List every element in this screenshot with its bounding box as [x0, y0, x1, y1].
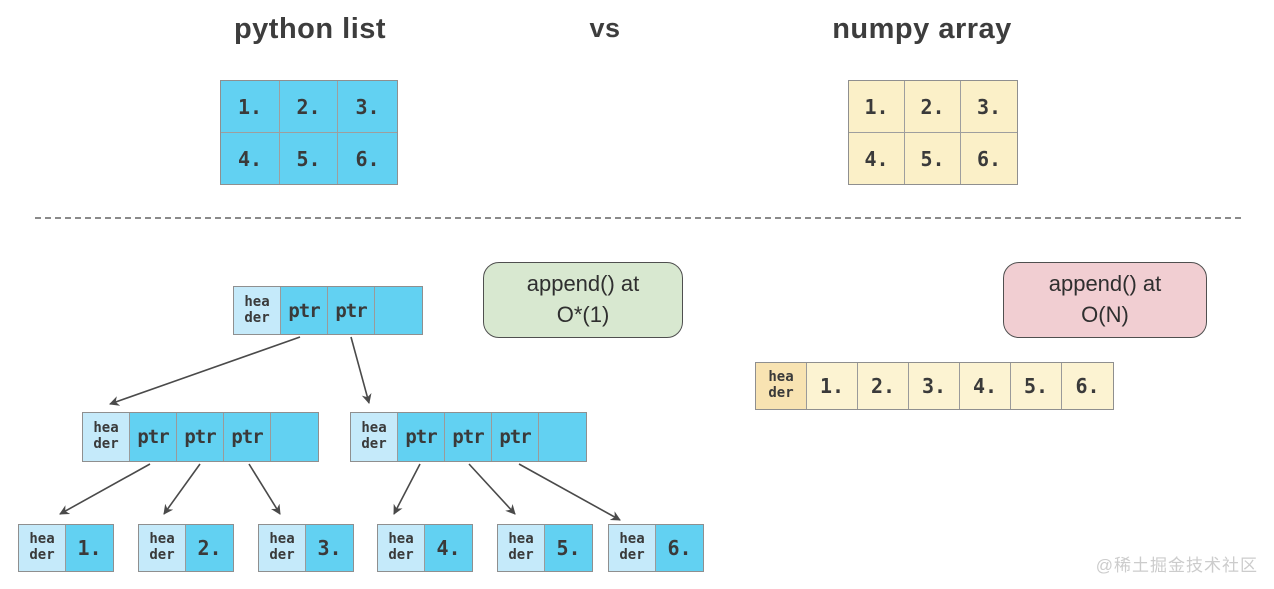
- value-cell: 5.: [545, 525, 592, 571]
- title-python-list: python list: [233, 13, 387, 45]
- value-cell: 6.: [656, 525, 703, 571]
- ptr-cell: ptr: [177, 413, 224, 461]
- numpy-grid-cell: 4.: [849, 133, 905, 184]
- python-grid-cell: 1.: [221, 81, 280, 133]
- arrow-to-leaf-6: [518, 463, 621, 521]
- list-mid-node-left: hea der ptr ptr ptr: [82, 412, 319, 462]
- numpy-grid-cell: 3.: [961, 81, 1017, 133]
- arrow-top-to-left-node: [109, 336, 301, 406]
- list-mid-node-right: hea der ptr ptr ptr: [350, 412, 587, 462]
- header-cell: hea der: [19, 525, 66, 571]
- value-cell: 3.: [306, 525, 353, 571]
- arrow-top-to-right-node: [350, 336, 372, 404]
- leaf-node-4: hea der 4.: [377, 524, 473, 572]
- python-grid-cell: 3.: [338, 81, 397, 133]
- python-list-grid: 1. 2. 3. 4. 5. 6.: [220, 80, 398, 185]
- arrow-to-leaf-3: [248, 463, 281, 515]
- numpy-grid-cell: 6.: [961, 133, 1017, 184]
- header-cell: hea der: [234, 287, 281, 334]
- numpy-array-grid: 1. 2. 3. 4. 5. 6.: [848, 80, 1018, 185]
- section-divider: [35, 217, 1241, 219]
- header-cell: hea der: [609, 525, 656, 571]
- empty-cell: [271, 413, 318, 461]
- header-cell: hea der: [83, 413, 130, 461]
- header-cell: hea der: [259, 525, 306, 571]
- value-cell: 4.: [425, 525, 472, 571]
- value-cell: 2.: [186, 525, 233, 571]
- header-cell: hea der: [139, 525, 186, 571]
- python-grid-cell: 4.: [221, 133, 280, 184]
- value-cell: 1.: [807, 363, 858, 409]
- ptr-cell: ptr: [492, 413, 539, 461]
- value-cell: 4.: [960, 363, 1011, 409]
- ptr-cell: ptr: [445, 413, 492, 461]
- ptr-cell: ptr: [281, 287, 328, 334]
- python-grid-cell: 5.: [280, 133, 338, 184]
- header-cell: hea der: [756, 363, 807, 409]
- header-cell: hea der: [351, 413, 398, 461]
- watermark: @稀土掘金技术社区: [1095, 556, 1258, 575]
- numpy-grid-cell: 2.: [905, 81, 961, 133]
- leaf-node-6: hea der 6.: [608, 524, 704, 572]
- title-vs: vs: [589, 13, 621, 43]
- numpy-grid-cell: 1.: [849, 81, 905, 133]
- header-cell: hea der: [378, 525, 425, 571]
- arrow-to-leaf-1: [59, 463, 151, 515]
- list-append-complexity-badge: append() at O*(1): [483, 262, 683, 338]
- ptr-cell: ptr: [224, 413, 271, 461]
- python-grid-cell: 6.: [338, 133, 397, 184]
- leaf-node-3: hea der 3.: [258, 524, 354, 572]
- title-numpy-array: numpy array: [832, 13, 1012, 45]
- ptr-cell: ptr: [130, 413, 177, 461]
- value-cell: 6.: [1062, 363, 1113, 409]
- arrow-to-leaf-2: [163, 463, 201, 515]
- leaf-node-5: hea der 5.: [497, 524, 593, 572]
- value-cell: 3.: [909, 363, 960, 409]
- python-grid-cell: 2.: [280, 81, 338, 133]
- ptr-cell: ptr: [328, 287, 375, 334]
- empty-cell: [539, 413, 586, 461]
- leaf-node-2: hea der 2.: [138, 524, 234, 572]
- numpy-memory-row: hea der 1. 2. 3. 4. 5. 6.: [755, 362, 1114, 410]
- arrow-to-leaf-4: [393, 463, 421, 515]
- array-append-complexity-badge: append() at O(N): [1003, 262, 1207, 338]
- ptr-cell: ptr: [398, 413, 445, 461]
- empty-cell: [375, 287, 422, 334]
- leaf-node-1: hea der 1.: [18, 524, 114, 572]
- value-cell: 5.: [1011, 363, 1062, 409]
- list-top-node: hea der ptr ptr: [233, 286, 423, 335]
- value-cell: 1.: [66, 525, 113, 571]
- value-cell: 2.: [858, 363, 909, 409]
- arrow-to-leaf-5: [468, 463, 516, 515]
- numpy-grid-cell: 5.: [905, 133, 961, 184]
- header-cell: hea der: [498, 525, 545, 571]
